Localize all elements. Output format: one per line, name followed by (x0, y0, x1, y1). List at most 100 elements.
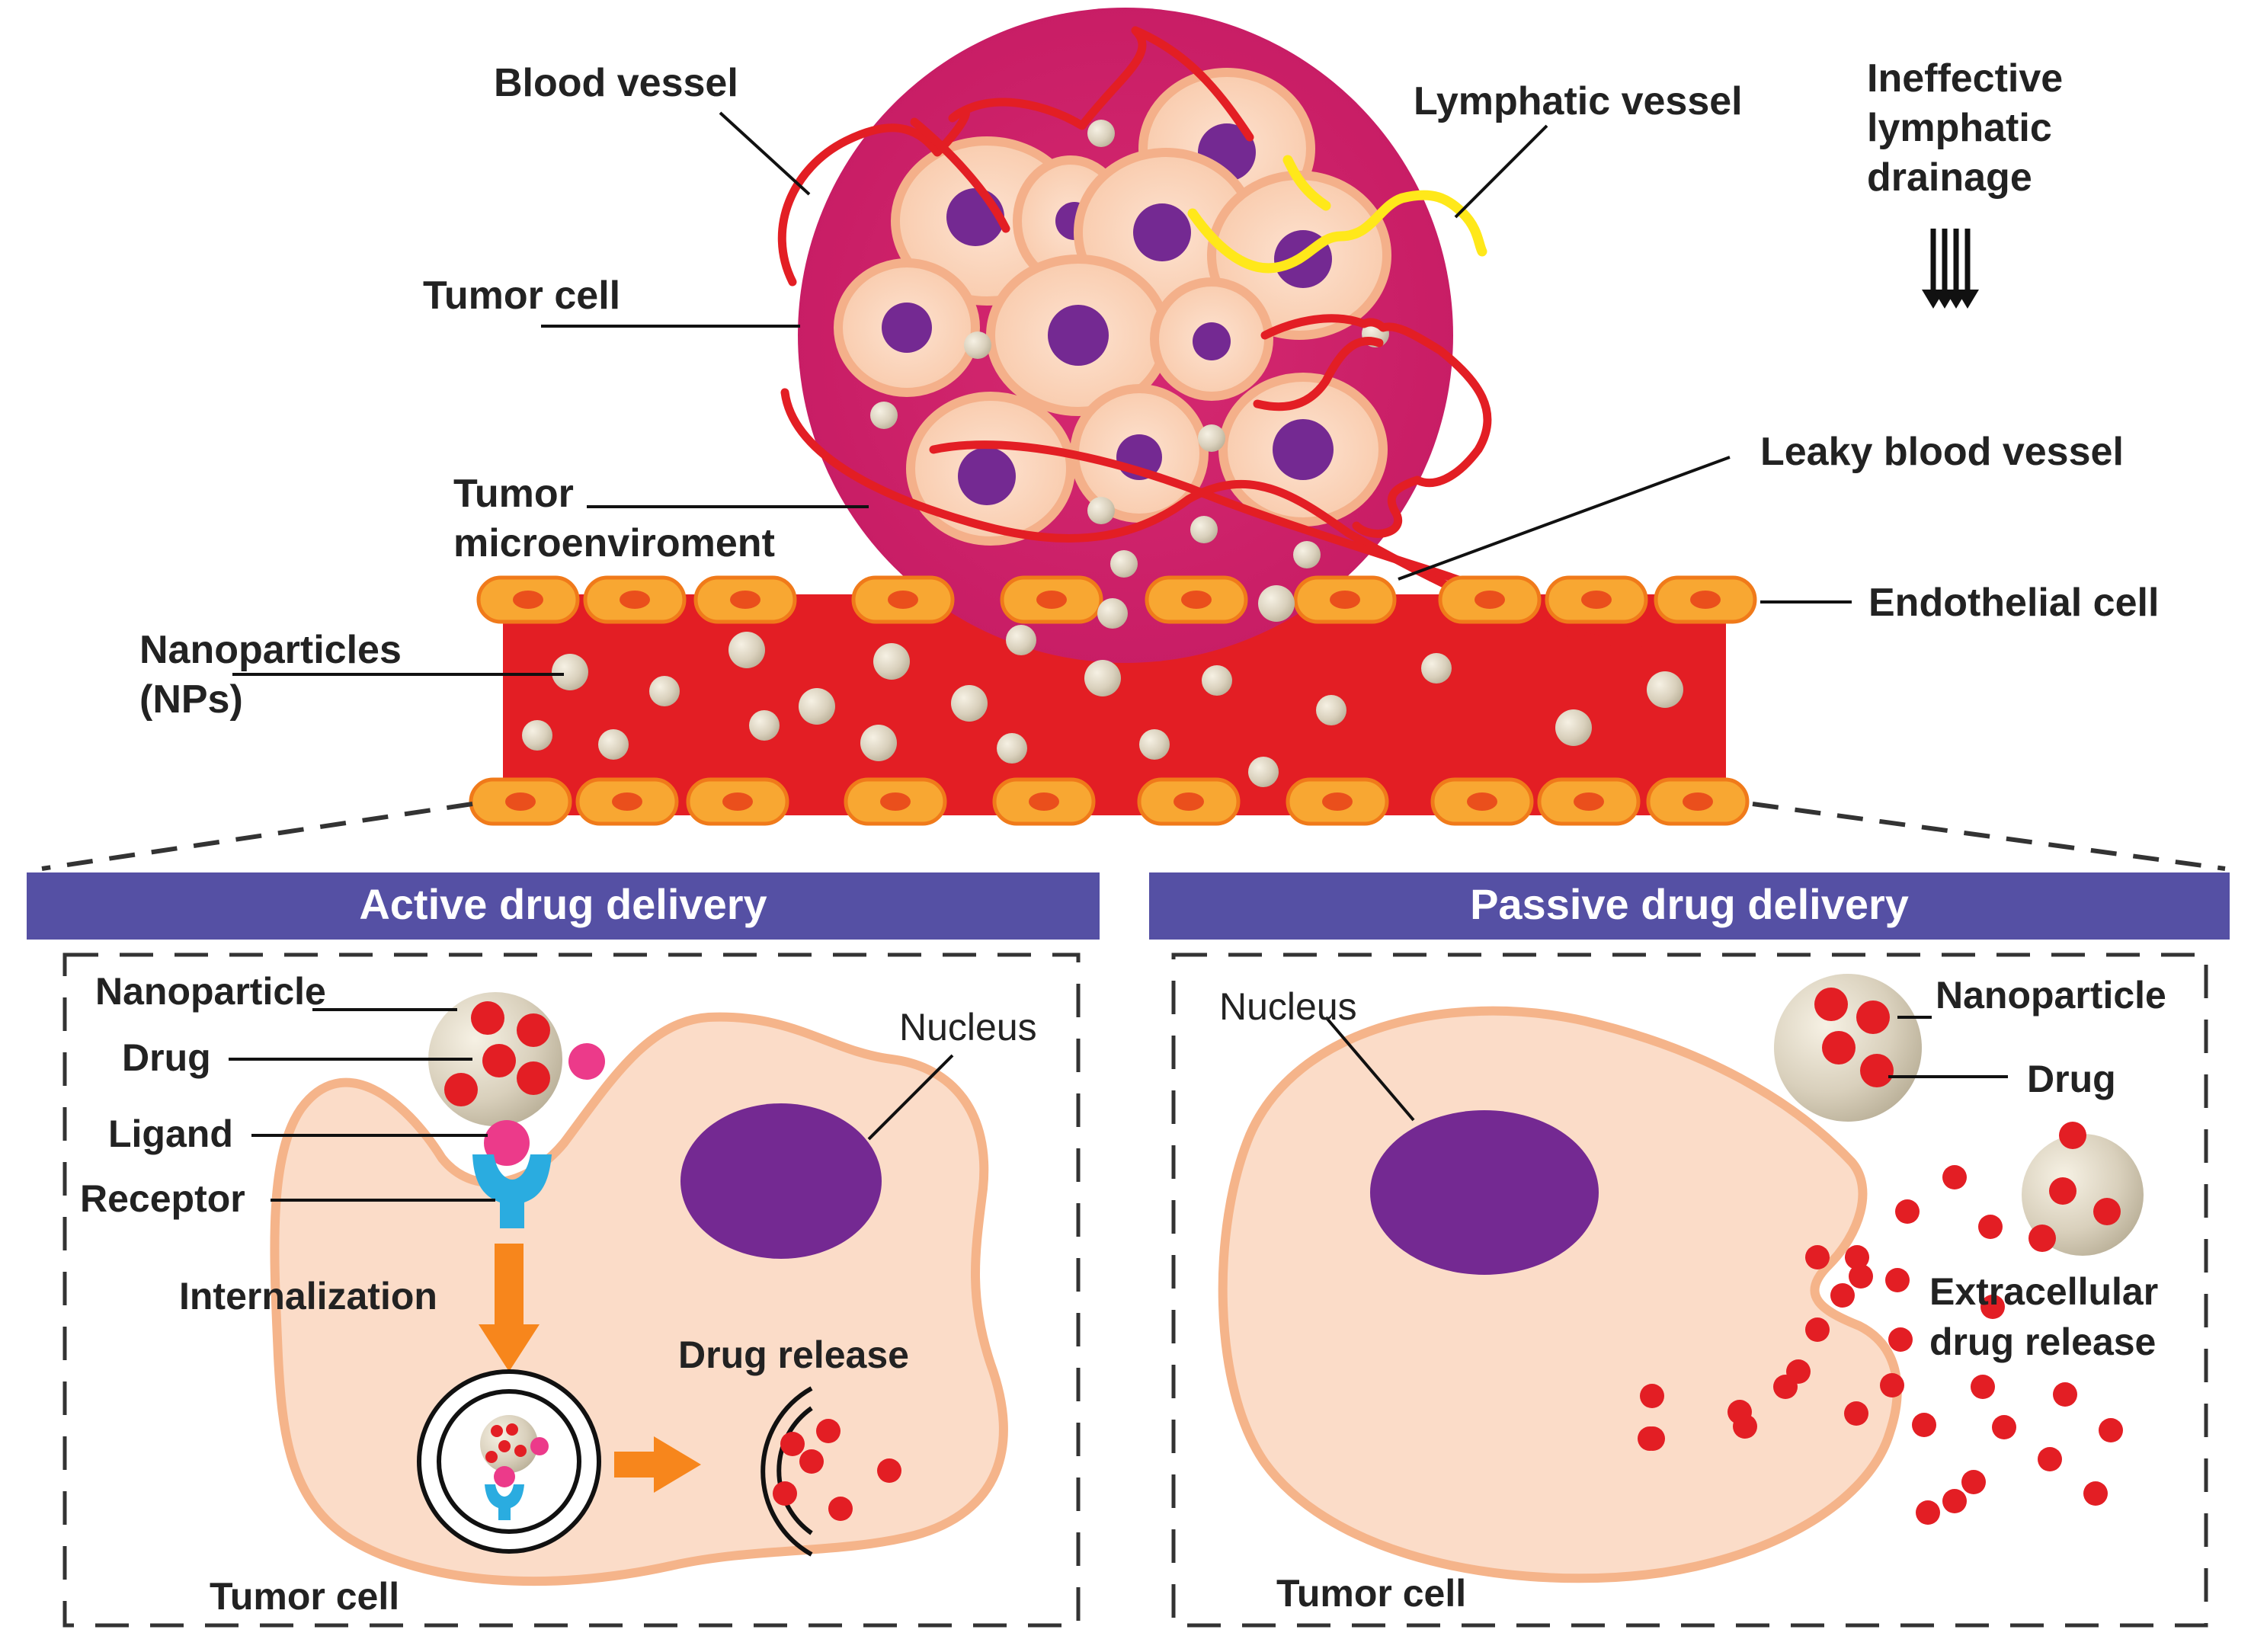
nanoparticle-icon (860, 725, 897, 761)
drug-icon (1961, 1470, 1986, 1494)
drug-icon (1980, 1295, 2005, 1319)
endothelial-cell (851, 575, 955, 624)
tumor-cells (834, 68, 1391, 546)
endothelial-cell (476, 575, 580, 624)
endothelial-cell (1000, 575, 1103, 624)
label-blood-vessel: Blood vessel (494, 61, 738, 105)
endothelial-cell (1293, 575, 1397, 624)
drug-icon (2099, 1418, 2123, 1442)
endothelial-cell (583, 575, 687, 624)
nanoparticle-icon (728, 632, 765, 668)
nanoparticle-icon (1084, 660, 1121, 696)
label-tumor-cell-top: Tumor cell (423, 274, 620, 318)
drug-icon (1885, 1268, 1910, 1292)
drug-release-burst (760, 1386, 813, 1557)
release-arrow-icon (614, 1436, 701, 1493)
passive-nanoparticle-2 (2022, 1122, 2144, 1256)
nanoparticle-icon (1202, 665, 1232, 696)
active-label-internalization: Internalization (179, 1275, 437, 1317)
passive-label-extracellular-2: drug release (1929, 1321, 2156, 1363)
nanoparticle-icon (951, 685, 988, 722)
endothelial-cells-bottom (469, 777, 1750, 826)
drug-icon (2038, 1447, 2062, 1471)
drug-icon (471, 1001, 504, 1035)
drug-icon (1640, 1384, 1664, 1408)
lymphatic-vessel (1187, 190, 1487, 274)
tumor-cell (1150, 277, 1273, 401)
drug-icon (1971, 1375, 1995, 1399)
nanoparticle-icon (522, 720, 552, 751)
label-leaky-blood-vessel: Leaky blood vessel (1760, 430, 2124, 474)
label-ineffective-3: drainage (1867, 155, 2032, 200)
drug-icon (1844, 1401, 1868, 1426)
endothelial-cell (1145, 575, 1248, 624)
active-label-drug-release: Drug release (678, 1333, 909, 1376)
label-lymphatic-vessel: Lymphatic vessel (1414, 79, 1743, 123)
tumor-cell (834, 258, 980, 397)
drug-icon (1916, 1500, 1940, 1525)
endothelial-cell (1430, 777, 1534, 826)
endothelial-cells-top (476, 575, 1757, 624)
nanoparticle-icon (1555, 709, 1592, 746)
endothelial-cell (469, 777, 572, 826)
endothelial-cell (1646, 777, 1750, 826)
drug-icon (1888, 1327, 1913, 1352)
endothelial-cell (844, 777, 947, 826)
label-ineffective-2: lymphatic (1867, 106, 2052, 150)
drainage-arrows-icon (1922, 229, 1979, 309)
passive-label-nanoparticle: Nanoparticle (1936, 974, 2166, 1016)
endothelial-cell (686, 777, 789, 826)
endothelial-cell (693, 575, 797, 624)
vessel-nanoparticles (522, 585, 1683, 787)
label-tumor-micro-1: Tumor (453, 472, 574, 516)
passive-title: Passive drug delivery (1470, 880, 1909, 928)
nanoparticle-icon (997, 733, 1027, 764)
nanoparticle-icon (552, 654, 588, 690)
endosome (417, 1369, 601, 1554)
drug-icon (1895, 1199, 1920, 1224)
tumor-mass (777, 8, 1643, 663)
endothelial-cell (992, 777, 1096, 826)
internalization-arrow-icon (479, 1244, 540, 1372)
active-nucleus (680, 1103, 882, 1259)
nanoparticle-icon (1316, 695, 1346, 725)
nanoparticle-icon (1006, 625, 1036, 655)
passive-label-drug: Drug (2027, 1058, 2116, 1100)
passive-leader-lines (1324, 1016, 2008, 1122)
drug-icon (1830, 1283, 1855, 1308)
drug-icon (1638, 1426, 1662, 1451)
drug-icon (1880, 1373, 1904, 1397)
drug-icon (1942, 1489, 1967, 1513)
passive-delivery-panel: Passive drug delivery Nucleus Nanopartic… (1149, 872, 2230, 1628)
drug-icon (1849, 1264, 1873, 1289)
drug-icon (1805, 1245, 1830, 1269)
active-label-receptor: Receptor (80, 1177, 245, 1220)
ligand-side-icon (568, 1043, 605, 1080)
passive-nanoparticle-1 (1774, 974, 1922, 1122)
passive-drug-icon (1860, 1054, 1894, 1087)
nanoparticle-icon (873, 643, 910, 680)
active-title: Active drug delivery (359, 880, 767, 928)
label-tumor-micro-2: microenviroment (453, 521, 775, 565)
nanoparticle-icon (1258, 585, 1295, 622)
passive-banner (1149, 872, 2230, 940)
drug-icon (1912, 1413, 1936, 1437)
passive-label-extracellular-1: Extracellular (1929, 1270, 2158, 1313)
endothelial-cell (1654, 575, 1757, 624)
label-ineffective-1: Ineffective (1867, 56, 2063, 101)
ligand-icon (484, 1120, 530, 1166)
nanoparticle-icon (1139, 729, 1170, 760)
nanoparticle-icon (1421, 653, 1452, 684)
drug-icon (2053, 1382, 2077, 1407)
label-nanoparticles-1: Nanoparticles (139, 628, 402, 672)
nanoparticle-icon (1248, 757, 1279, 787)
drug-icon (1942, 1165, 1967, 1189)
nanoparticle-icon (799, 688, 835, 725)
nanoparticle-icon (598, 729, 629, 760)
leader-lines-top (232, 111, 1852, 676)
tumor-cell (906, 392, 1075, 546)
receptor-icon (472, 1154, 552, 1228)
active-delivery-panel: Active drug delivery (27, 872, 1100, 1628)
passive-nucleus (1370, 1110, 1599, 1275)
active-label-drug: Drug (122, 1036, 211, 1079)
